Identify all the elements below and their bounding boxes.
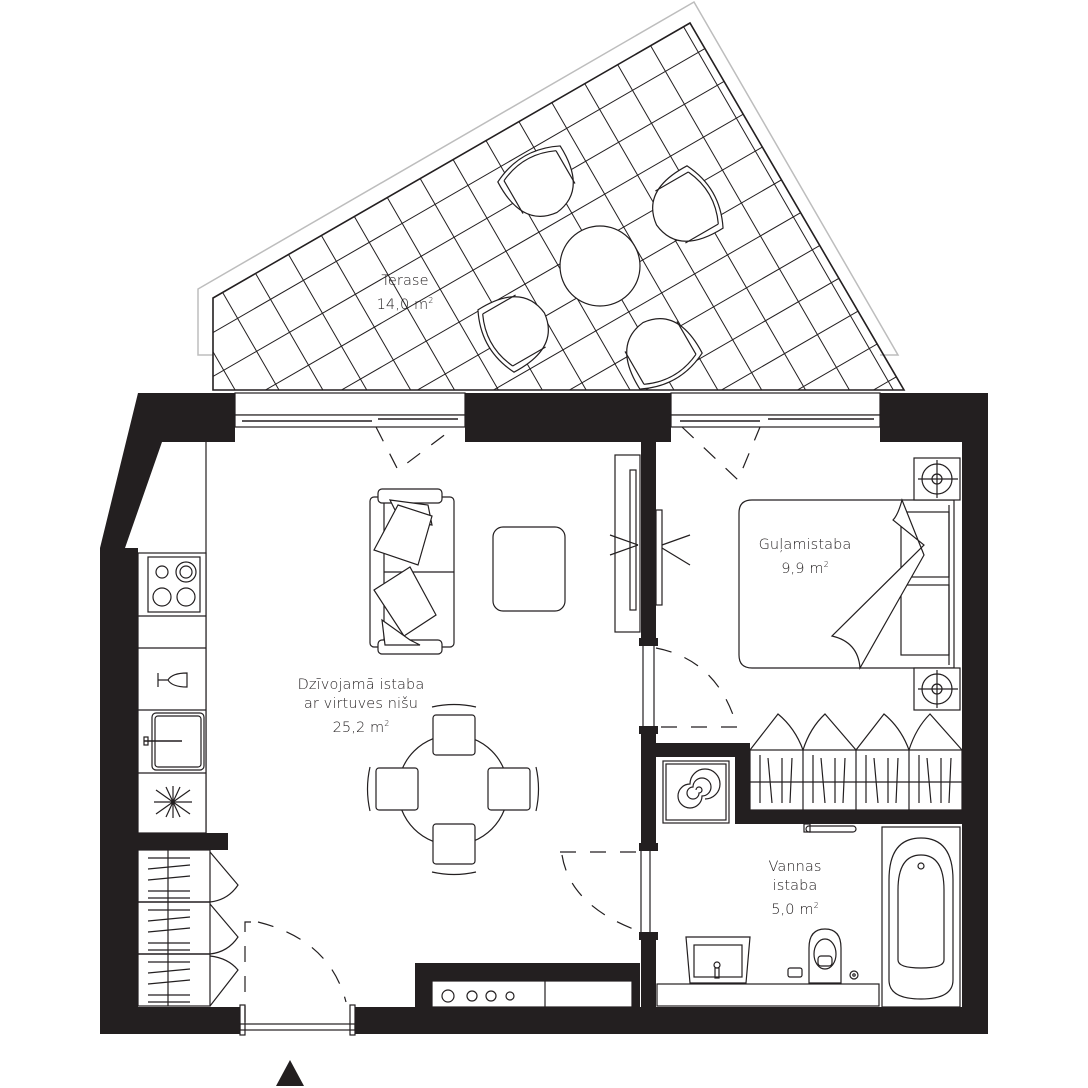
door-swing-bedroom (655, 647, 738, 728)
window-swing-living (375, 426, 456, 471)
cooktop-icon (147, 556, 201, 613)
entrance-marker-icon (276, 1060, 304, 1086)
toilet (808, 928, 842, 984)
window-living (234, 392, 466, 428)
entrance-door (239, 921, 356, 1036)
towel-rail (803, 823, 857, 833)
room-name: Dzīvojamā istaba (297, 677, 425, 693)
room-name: Vannas (768, 859, 822, 875)
cushion (373, 566, 437, 646)
dining-chair (431, 703, 477, 756)
terrace-boundary (212, 21, 906, 391)
terrace-armchair (652, 165, 724, 244)
terrace-railing-outline (197, 0, 900, 356)
bathtub (881, 826, 961, 1008)
kitchen-counter (137, 442, 207, 834)
bedroom-wardrobe (749, 713, 963, 811)
walls (100, 393, 988, 1034)
room-label-bathroom: Vannas istaba 5,0 m2 (740, 858, 850, 920)
dining-chair (487, 766, 540, 812)
nightstand (913, 667, 961, 711)
room-area: 9,9 m2 (781, 560, 829, 577)
dining-chair (366, 766, 419, 812)
room-name: Guļamistaba (758, 537, 852, 553)
room-area: 14,0 m2 (376, 296, 434, 313)
door-swing-bathroom (560, 851, 641, 931)
tv-unit (609, 454, 691, 633)
room-label-bedroom: Guļamistaba 9,9 m2 (745, 536, 865, 579)
window-bedroom (670, 392, 881, 428)
dining-chair (431, 823, 477, 876)
cushion (373, 499, 433, 566)
room-area: 5,0 m2 (771, 901, 819, 918)
window-swing-bedroom (681, 426, 761, 482)
room-label-terrace: Terase 14,0 m2 (355, 272, 455, 315)
bottom-hob (431, 980, 633, 1008)
room-label-living: Dzīvojamā istaba ar virtuves nišu 25,2 m… (272, 676, 450, 738)
door-bedroom (639, 638, 658, 734)
kitchen-sink-icon (143, 712, 205, 771)
double-bed (738, 498, 955, 671)
door-bathroom (639, 843, 658, 940)
dining-set (366, 703, 540, 876)
washbasin (685, 936, 751, 984)
hall-wardrobe (137, 849, 239, 1007)
terrace-armchair (477, 294, 549, 373)
bath-ledge (656, 983, 880, 1007)
dishwasher-icon (154, 786, 192, 818)
room-name: istaba (772, 878, 818, 894)
coffee-table (492, 526, 566, 612)
terrace-round-table (559, 225, 641, 307)
room-name: ar virtuves nišu (303, 696, 419, 712)
room-name: Terase (381, 273, 429, 289)
nightstand (913, 457, 961, 501)
room-area: 25,2 m2 (332, 719, 390, 736)
wine-cooler-icon (157, 672, 188, 688)
toilet-paper-holder (787, 967, 859, 980)
washing-machine (662, 760, 730, 824)
terrace-armchair (497, 145, 576, 217)
terrace-armchair (624, 318, 703, 390)
